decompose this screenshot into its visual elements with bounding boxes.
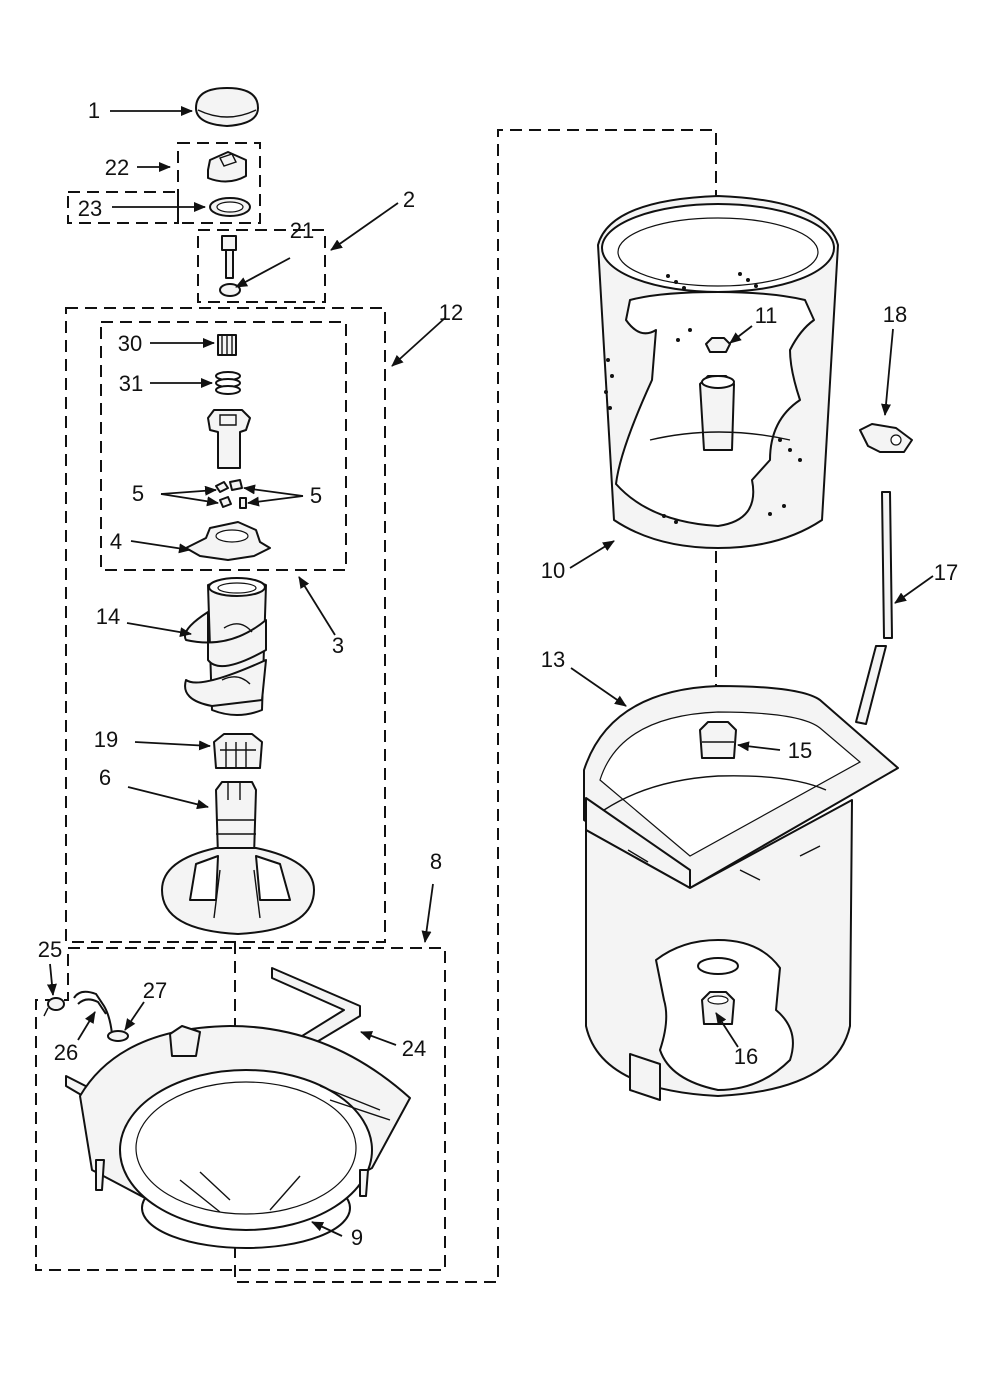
part-25-clamp [43,997,65,1017]
callout-15: 15 [788,738,812,763]
callout-19: 19 [94,727,118,752]
callout-24: 24 [402,1036,426,1061]
part-6-agitator [161,781,315,935]
callout-3: 3 [332,633,344,658]
callout-4: 4 [110,529,122,554]
part-27-washer [107,1030,129,1042]
callout-14: 14 [96,604,120,629]
callout-31: 31 [119,371,143,396]
part-4-cam-base [185,521,271,561]
group-box-8 [35,947,446,1271]
callout-5-right: 5 [310,483,322,508]
part-19-bearing [213,733,263,769]
part-15-bearing [699,721,737,759]
part-1-agitator-cap [195,87,259,127]
callout-2: 2 [403,187,415,212]
part-31-spring [215,371,241,395]
callout-26: 26 [54,1040,78,1065]
part-26-hose [73,990,113,1035]
callout-27: 27 [143,978,167,1003]
group-box-3 [100,321,347,571]
callout-18: 18 [883,302,907,327]
part-23-ring-inner [216,201,244,213]
callout-6: 6 [99,765,111,790]
callout-10: 10 [541,558,565,583]
part-16-seal [701,991,735,1025]
callout-22: 22 [105,155,129,180]
basket-perforations [604,272,802,524]
callout-1: 1 [88,98,100,123]
part-11-nut [705,337,731,353]
group-box-2 [197,229,326,303]
callout-11: 11 [755,303,778,328]
part-22-cam [207,151,247,183]
callout-30: 30 [118,331,142,356]
callout-8: 8 [430,849,442,874]
group-box-23 [67,191,179,224]
part-18-clip [859,423,913,453]
part-17-hose [855,491,893,725]
callout-17: 17 [934,560,958,585]
callout-16: 16 [734,1044,758,1069]
part-14-auger [184,577,267,716]
callout-23: 23 [78,196,102,221]
part-agitator-cam-body [207,409,251,469]
callout-arrows [46,106,934,1237]
callout-25: 25 [38,937,62,962]
part-9-base-frame [79,1025,411,1249]
part-13-tub [583,685,899,1101]
callout-21: 21 [290,218,314,243]
part-30-dog-ring [217,334,237,356]
callout-12: 12 [439,300,463,325]
part-5-dogs [215,479,247,509]
part-10-basket [597,195,839,549]
callout-13: 13 [541,647,565,672]
callout-5-left: 5 [132,481,144,506]
callout-labels: 1 22 23 2 21 12 30 31 5 5 4 3 14 19 6 8 … [38,98,958,1250]
part-21-washer [219,283,241,297]
callout-9: 9 [351,1225,363,1250]
group-box-12 [65,307,386,943]
part-2-bolt [221,235,237,279]
